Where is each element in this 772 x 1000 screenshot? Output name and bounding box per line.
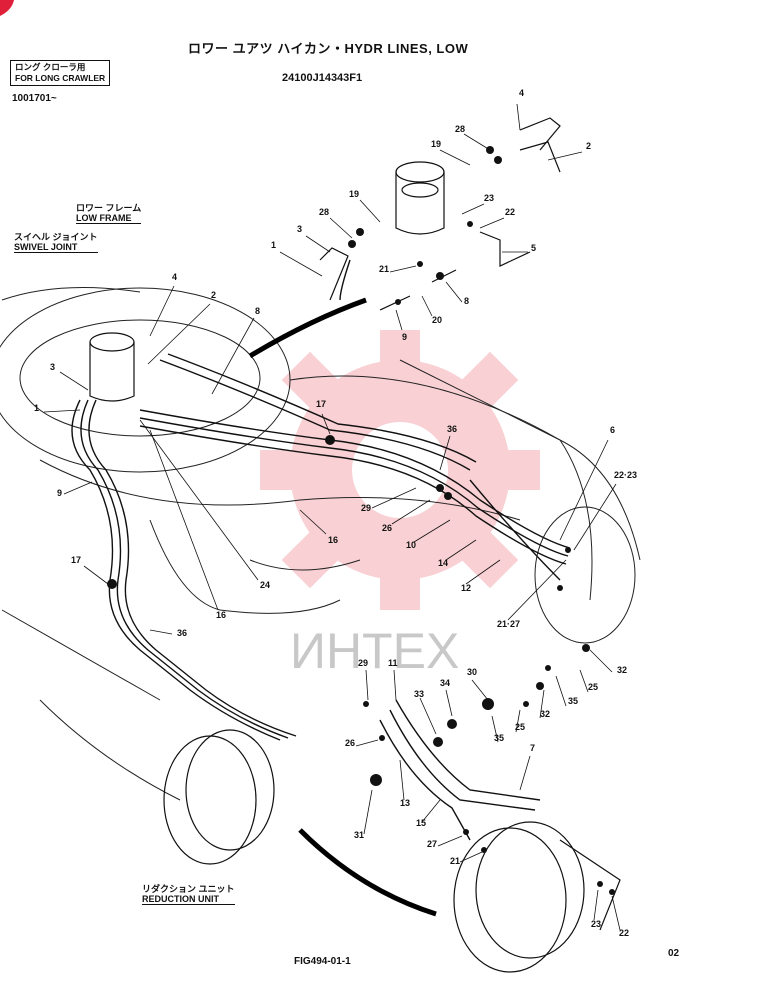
callout-1: 1 xyxy=(34,403,39,413)
callout-21: 21 xyxy=(379,264,389,274)
callout-19: 19 xyxy=(349,189,359,199)
callout-25: 25 xyxy=(515,722,525,732)
callout-31: 31 xyxy=(354,830,364,840)
callout-32: 32 xyxy=(540,709,550,719)
callout-16: 16 xyxy=(216,610,226,620)
callout-19: 19 xyxy=(431,139,441,149)
reduction-unit-left xyxy=(163,729,275,865)
swivel-joint-exploded xyxy=(319,117,561,311)
callout-16: 16 xyxy=(328,535,338,545)
watermark-text: ИНТЕХ xyxy=(290,623,459,679)
callout-8: 8 xyxy=(255,306,260,316)
callout-20: 20 xyxy=(432,315,442,325)
label-reduction-unit: リダクション ユニット REDUCTION UNIT xyxy=(142,884,235,905)
callout-29: 29 xyxy=(358,658,368,668)
callout-3: 3 xyxy=(297,224,302,234)
callout-2: 2 xyxy=(211,290,216,300)
callout-12: 12 xyxy=(461,583,471,593)
watermark-logo xyxy=(260,330,540,610)
bold-arc-top xyxy=(248,297,367,359)
callout-23: 23 xyxy=(484,193,494,203)
callout-13: 13 xyxy=(400,798,410,808)
callout-36: 36 xyxy=(447,424,457,434)
callout-32: 32 xyxy=(617,665,627,675)
callout-35: 35 xyxy=(494,733,504,743)
callout-9: 9 xyxy=(57,488,62,498)
fittings xyxy=(107,146,615,895)
callout-8: 8 xyxy=(464,296,469,306)
serial-range: 1001701~ xyxy=(12,93,57,104)
label-swivel-joint: スイヘル ジョイント SWIVEL JOINT xyxy=(14,232,98,253)
callout-14: 14 xyxy=(438,558,448,568)
callout-4: 4 xyxy=(519,88,524,98)
callout-9: 9 xyxy=(402,332,407,342)
callout-22: 22 xyxy=(505,207,515,217)
part-number: 24100J14343F1 xyxy=(282,72,363,84)
page-number: 02 xyxy=(668,948,680,959)
callout-17: 17 xyxy=(71,555,81,565)
callout-11: 11 xyxy=(388,658,398,668)
callout-6: 6 xyxy=(610,425,615,435)
callout-21: 21 xyxy=(450,856,460,866)
callout-28: 28 xyxy=(455,124,465,134)
callout-33: 33 xyxy=(414,689,424,699)
callout-1: 1 xyxy=(271,240,276,250)
callout-30: 30 xyxy=(467,667,477,677)
callout-21-27: 21·27 xyxy=(497,619,520,629)
reduction-unit-right xyxy=(453,821,621,973)
callout-23: 23 xyxy=(591,919,601,929)
applicability-jp: ロング クローラ用 xyxy=(15,62,86,72)
callout-5: 5 xyxy=(531,243,536,253)
callout-22: 22 xyxy=(619,928,629,938)
applicability-en: FOR LONG CRAWLER xyxy=(15,73,106,83)
callout-36: 36 xyxy=(177,628,187,638)
figure-number: FIG494-01-1 xyxy=(294,956,351,967)
callout-17: 17 xyxy=(316,399,326,409)
callout-15: 15 xyxy=(416,818,426,828)
callout-3: 3 xyxy=(50,362,55,372)
applicability-box: ロング クローラ用 FOR LONG CRAWLER xyxy=(10,60,111,86)
callout-26: 26 xyxy=(382,523,392,533)
callout-34: 34 xyxy=(440,678,450,688)
callout-28: 28 xyxy=(319,207,329,217)
diagram-title: ロワー ユアツ ハイカン・HYDR LINES, LOW xyxy=(188,41,469,56)
swivel-joint-assembled xyxy=(89,332,135,402)
callout-29: 29 xyxy=(361,503,371,513)
bold-arc-bottom xyxy=(298,828,437,917)
callout-10: 10 xyxy=(406,540,416,550)
callout-24: 24 xyxy=(260,580,270,590)
callout-22-23: 22·23 xyxy=(614,470,637,480)
callout-2: 2 xyxy=(586,141,591,151)
callout-25: 25 xyxy=(588,682,598,692)
callout-35: 35 xyxy=(568,696,578,706)
label-lower-frame: ロワー フレーム LOW FRAME xyxy=(76,203,142,224)
callout-7: 7 xyxy=(530,743,535,753)
callout-4: 4 xyxy=(172,272,177,282)
hydraulic-lines xyxy=(71,259,571,841)
corner-mark xyxy=(0,0,14,16)
callout-26: 26 xyxy=(345,738,355,748)
leader-lines xyxy=(43,103,621,931)
callout-27: 27 xyxy=(427,839,437,849)
